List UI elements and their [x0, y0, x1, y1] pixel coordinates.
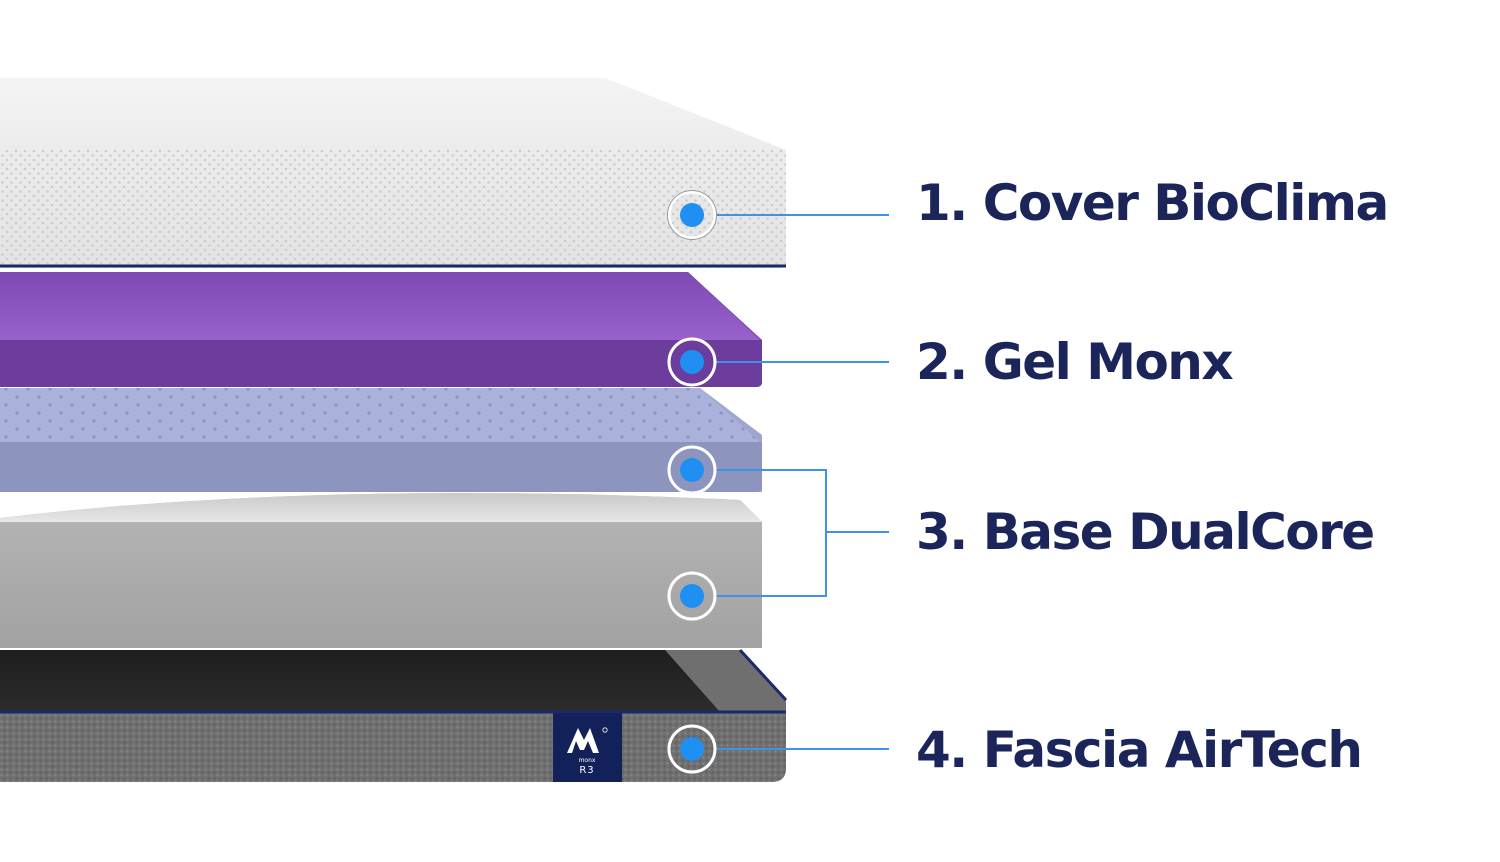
marker-base-upper: [667, 445, 717, 495]
layer-fascia: [0, 648, 788, 782]
layer-cover: [0, 78, 786, 268]
marker-cover: [667, 190, 717, 240]
brand-logo-icon: [567, 727, 608, 753]
layer-base-lower: [0, 493, 762, 648]
leader-lines: [716, 214, 889, 750]
marker-fascia: [667, 724, 717, 774]
label-base-dualcore: 3. Base DualCore: [916, 503, 1375, 561]
marker-gel: [667, 337, 717, 387]
label-gel-monx: 2. Gel Monx: [916, 333, 1234, 391]
brand-badge: monx R3: [553, 713, 622, 782]
label-cover-bioclima: 1. Cover BioClima: [916, 174, 1389, 232]
label-fascia-airtech: 4. Fascia AirTech: [916, 721, 1363, 779]
layer-gel: [0, 272, 762, 387]
layer-base-upper: [0, 388, 762, 492]
marker-base-lower: [667, 571, 717, 621]
badge-brand-text: monx: [579, 757, 596, 764]
badge-model-text: R3: [579, 765, 594, 776]
